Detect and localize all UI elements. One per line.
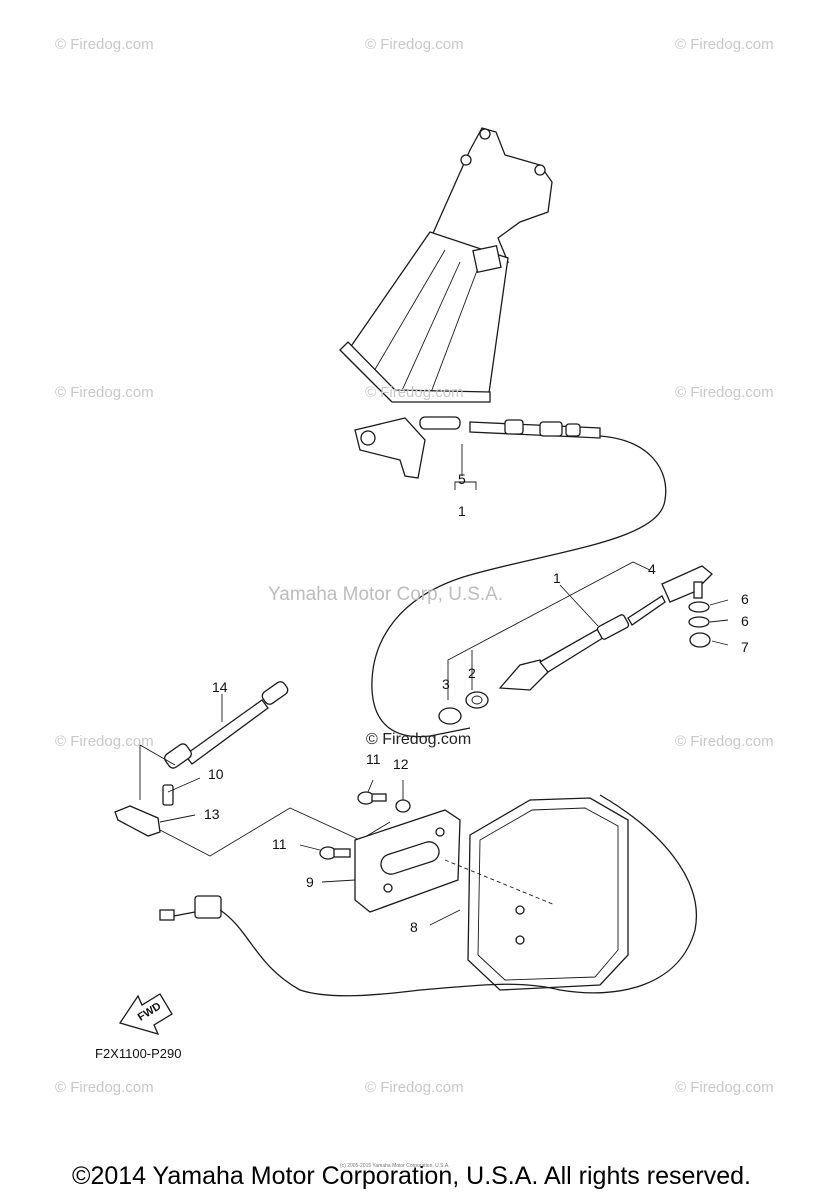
callout-11a: 11	[366, 751, 381, 767]
watermark: © Firedog.com	[365, 1079, 464, 1096]
callout-11b: 11	[272, 836, 287, 852]
watermark: © Firedog.com	[675, 733, 774, 750]
callout-12: 12	[393, 756, 409, 772]
watermark: © Firedog.com	[55, 1079, 154, 1096]
callout-5: 5	[458, 471, 466, 487]
callout-4: 4	[648, 561, 656, 577]
nuts-washers	[688, 581, 711, 648]
callout-2: 2	[468, 665, 476, 681]
callout-14: 14	[212, 679, 228, 695]
copyright-footer: ©2014 Yamaha Motor Corporation, U.S.A. A…	[72, 1162, 751, 1190]
callout-9: 9	[306, 874, 314, 890]
watermark: © Firedog.com	[675, 1079, 774, 1096]
watermark: © Firedog.com	[365, 36, 464, 53]
sensor-rod	[164, 681, 289, 769]
fwd-arrow	[118, 993, 173, 1036]
callout-1-lower: 1	[553, 570, 561, 586]
steering-bracket	[339, 127, 553, 479]
watermark: © Firedog.com	[675, 384, 774, 401]
callout-10: 10	[208, 766, 224, 782]
callout-1-upper: 1	[458, 503, 466, 519]
control-box	[429, 797, 629, 991]
callout-8: 8	[410, 919, 418, 935]
wire-harness	[159, 794, 697, 997]
lever-bracket	[114, 744, 201, 837]
watermark: © Firedog.com	[55, 384, 154, 401]
watermark: © Firedog.com	[55, 733, 154, 750]
callout-13: 13	[204, 806, 220, 822]
center-watermark: Yamaha Motor Corp, U.S.A.	[268, 584, 504, 605]
watermark: © Firedog.com	[675, 36, 774, 53]
watermark-dark: © Firedog.com	[366, 731, 472, 748]
watermark: © Firedog.com	[55, 36, 154, 53]
bolts	[299, 779, 411, 860]
steering-cable-lower	[438, 565, 713, 725]
diagram-code: F2X1100-P290	[95, 1046, 182, 1061]
callout-3: 3	[442, 676, 450, 692]
steering-cable	[371, 435, 667, 738]
cable-joint-upper	[419, 416, 601, 439]
callout-7: 7	[741, 639, 749, 655]
callout-6b: 6	[741, 613, 749, 629]
mounting-plate	[321, 809, 461, 913]
watermark: © Firedog.com	[365, 384, 464, 401]
callout-6a: 6	[741, 591, 749, 607]
tiny-copyright: (c) 2005-2015 Yamaha Motor Corporation, …	[340, 1163, 450, 1169]
